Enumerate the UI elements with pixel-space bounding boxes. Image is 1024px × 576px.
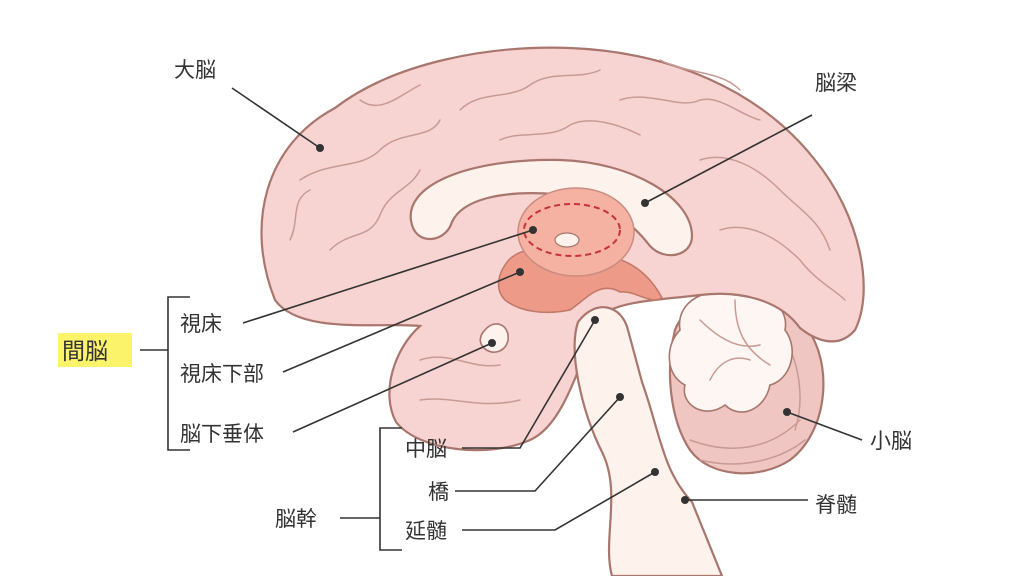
label-diencephalon: 間脳: [62, 339, 108, 365]
label-pituitary: 脳下垂体: [180, 422, 264, 446]
brainstem-shape: [573, 306, 724, 576]
label-cerebrum: 大脳: [174, 58, 216, 82]
corpus-callosum-shape: [409, 158, 694, 257]
leader-lines: [140, 87, 863, 551]
label-corpus-callosum: 脳梁: [815, 71, 857, 95]
gyri: [289, 59, 846, 405]
label-hypothalamus: 視床下部: [180, 362, 264, 386]
label-spinal-cord: 脊髄: [815, 493, 857, 517]
label-pons: 橋: [428, 480, 449, 504]
label-cerebellum: 小脳: [870, 429, 912, 453]
thalamus-dashed-outline: [523, 203, 621, 257]
diencephalon-highlight: [58, 333, 132, 367]
interthalamic-adhesion: [554, 232, 580, 248]
label-midbrain: 中脳: [405, 437, 447, 461]
label-brainstem: 脳幹: [275, 507, 317, 531]
label-medulla: 延髄: [405, 519, 447, 543]
label-thalamus: 視床: [180, 312, 222, 336]
cerebellum-shape: [668, 291, 825, 475]
